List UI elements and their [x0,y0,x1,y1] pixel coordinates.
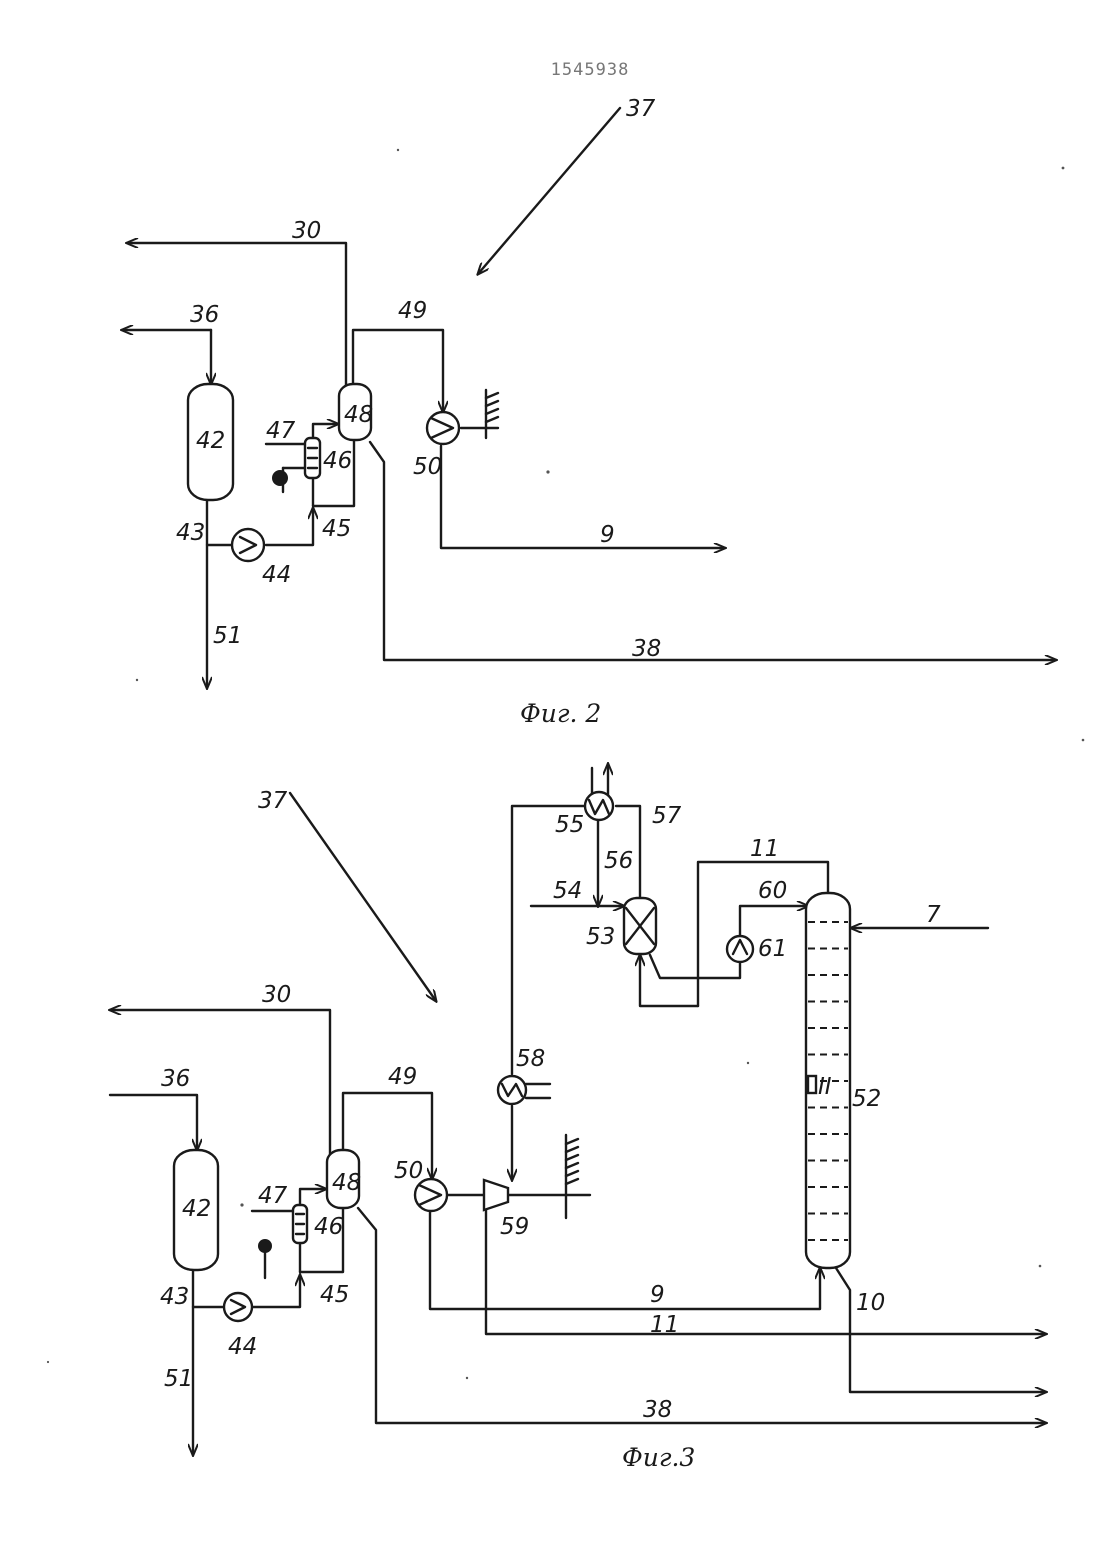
figure-2: 37 30 36 49 48 47 42 46 50 43 45 44 9 51… [122,96,1056,728]
fig3-label-57: 57 [652,803,682,829]
fig3-line-55-to-58 [512,806,584,1074]
fig3-label-55: 55 [555,812,584,838]
fig3-label-44: 44 [228,1334,257,1360]
fig2-stream-9 [441,446,725,548]
fig3-caption: Фиг.3 [622,1443,695,1472]
fig2-label-51: 51 [213,623,242,649]
fig3-stream-60 [740,906,808,936]
fig2-label-30: 30 [292,218,321,244]
fig3-label-11-top: 11 [750,836,779,862]
fig2-label-37: 37 [626,96,656,122]
fig2-pointer-37-arrow [478,108,620,274]
fig3-label-9: 9 [650,1282,665,1308]
fig3-label-60: 60 [758,878,787,904]
fig2-label-45: 45 [322,516,351,542]
fig3-label-56: 56 [604,848,633,874]
fig2-stream-45-up [266,508,313,545]
fig3-stream-9 [430,1211,820,1309]
fig3-label-11-bottom: 11 [650,1312,679,1338]
fig2-label-46: 46 [323,448,352,474]
fig3-label-38: 38 [643,1397,672,1423]
fig3-label-59: 59 [500,1214,529,1240]
fig3-label-49: 49 [388,1064,417,1090]
fig3-label-II: II [818,1074,832,1100]
fig3-stream-30 [110,1010,330,1156]
fig3-label-47: 47 [258,1183,288,1209]
fig3-label-54: 54 [553,878,582,904]
fig2-labels: 37 30 36 49 48 47 42 46 50 43 45 44 9 51… [176,96,661,728]
fig3-label-42: 42 [182,1196,211,1222]
fig3-label-46: 46 [314,1214,343,1240]
fig2-label-47: 47 [266,418,296,444]
fig3-stream-36 [110,1095,197,1150]
fig3-column-section-marker [808,1076,816,1093]
fig3-reactor-to-pump-61 [650,955,740,978]
fig3-pointer-37-arrow [290,793,436,1001]
fig2-label-42: 42 [196,428,225,454]
fig3-label-36: 36 [161,1066,190,1092]
fig2-compressor-50 [427,412,459,444]
fig2-gauge-icon [272,470,288,486]
fig3-label-51: 51 [164,1366,193,1392]
fig2-label-48: 48 [344,402,373,428]
fig3-expander-59 [484,1180,508,1210]
fig3-stream-38 [358,1208,1046,1423]
fig2-label-9: 9 [600,522,615,548]
fig3-label-10: 10 [856,1290,885,1316]
fig3-return-to-reactor [640,955,698,1006]
fig2-label-50: 50 [413,454,442,480]
fig3-label-45: 45 [320,1282,349,1308]
fig3-label-53: 53 [586,924,615,950]
fig2-label-38: 38 [632,636,661,662]
fig3-label-30: 30 [262,982,291,1008]
fig3-pump-44 [224,1293,252,1321]
fig3-gauge-icon [258,1239,272,1253]
fig2-label-43: 43 [176,520,205,546]
fig3-stream-10 [836,1268,1046,1392]
fig2-pump-44 [232,529,264,561]
figure-3: 37 55 57 56 11 60 54 53 61 7 30 58 36 49… [110,764,1046,1472]
fig3-stream-11-bottom [486,1209,1046,1334]
fig2-stream-30 [127,243,346,388]
fig3-label-58: 58 [516,1046,545,1072]
fig3-stream-45-up [252,1275,300,1307]
fig3-label-48: 48 [332,1170,361,1196]
fig3-label-61: 61 [758,936,787,962]
fig2-caption: Фиг. 2 [520,699,601,728]
fig3-label-50: 50 [394,1158,423,1184]
fig3-label-52: 52 [852,1086,881,1112]
fig3-label-7: 7 [926,902,941,928]
fig2-label-36: 36 [190,302,219,328]
fig3-label-37: 37 [258,788,288,814]
fig3-label-43: 43 [160,1284,189,1310]
fig2-label-49: 49 [398,298,427,324]
fig2-flow-lines [122,108,1056,688]
fig2-label-44: 44 [262,562,291,588]
fig2-stream-38 [370,442,1056,660]
